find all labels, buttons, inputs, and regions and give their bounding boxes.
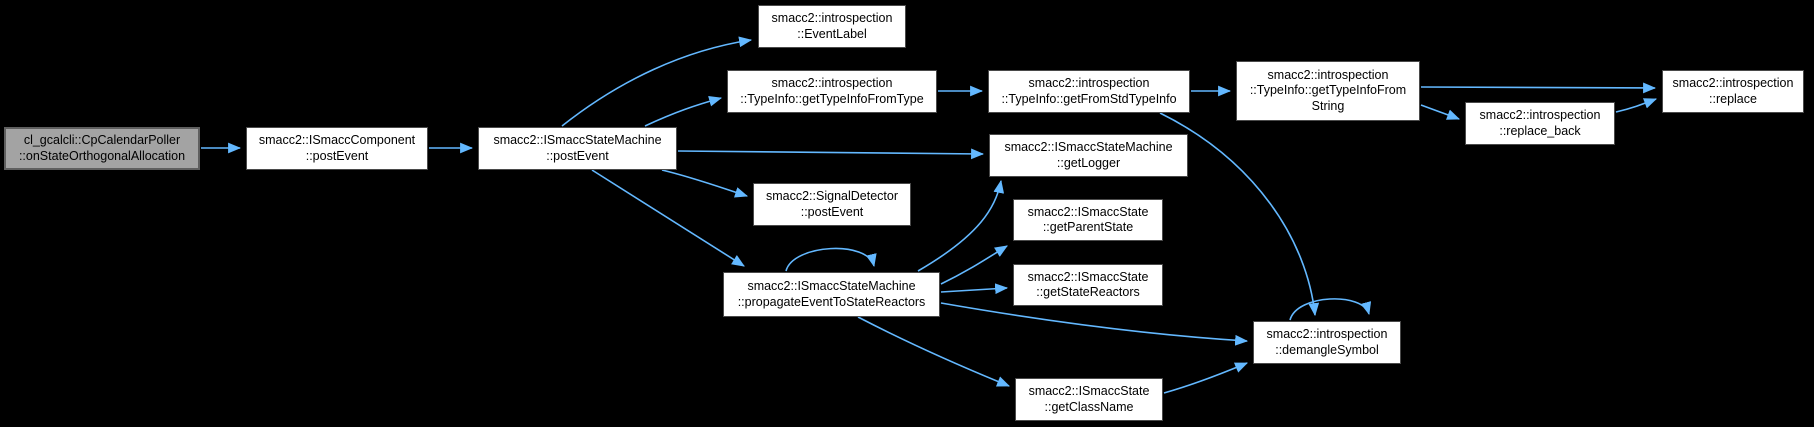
graph-node-label-line: smacc2::ISmaccState: [1028, 384, 1150, 398]
graph-node-label-line: ::EventLabel: [797, 26, 867, 41]
graph-node-label-line: smacc2::introspection: [1266, 327, 1388, 341]
graph-node-label-line: ::postEvent: [546, 148, 609, 163]
graph-node-ismaccstate-getstatereactors[interactable]: smacc2::ISmaccState::getStateReactors: [1013, 264, 1163, 306]
graph-node-label-line: smacc2::introspection: [1479, 108, 1601, 122]
call-edge-ismaccstatemachine-postevent--introspection-eventlabel: [561, 36, 753, 127]
graph-node-ismaccstate-getparentstate[interactable]: smacc2::ISmaccState::getParentState: [1013, 199, 1163, 241]
graph-node-ismaccstatemachine-propagateeventtostatereactors[interactable]: smacc2::ISmaccStateMachine::propagateEve…: [723, 272, 940, 317]
graph-node-label-line: ::getLogger: [1056, 155, 1121, 170]
call-edge-ismaccstatemachine-postevent--typeinfo-gettypeinfofromtype: [644, 95, 723, 127]
graph-node-introspection-replace-back[interactable]: smacc2::introspection::replace_back: [1465, 102, 1615, 145]
graph-node-label-line: ::postEvent: [305, 148, 369, 163]
call-edge-ismaccstatemachine-postevent--ismaccstatemachine-getlogger: [677, 148, 985, 160]
graph-node-label-line: smacc2::introspection: [771, 11, 893, 25]
graph-node-ismaccstate-getclassname[interactable]: smacc2::ISmaccState::getClassName: [1015, 378, 1163, 421]
graph-node-label-line: smacc2::SignalDetector: [765, 189, 898, 203]
call-edge-ismaccstatemachine-propagateeventtostatereactors--ismaccstate-getstatereactors: [940, 283, 1009, 295]
graph-node-label-line: smacc2::introspection: [1028, 76, 1150, 90]
graph-node-introspection-replace[interactable]: smacc2::introspection::replace: [1662, 70, 1804, 113]
graph-node-signaldetector-postevent[interactable]: smacc2::SignalDetector::postEvent: [753, 183, 911, 226]
call-edge-introspection-demanglesymbol--introspection-demanglesymbol: [1289, 298, 1372, 321]
graph-node-label-line: ::postEvent: [800, 204, 864, 219]
graph-node-label-line: smacc2::ISmaccState: [1027, 269, 1149, 284]
graph-node-typeinfo-gettypeinfofromtype[interactable]: smacc2::introspection::TypeInfo::getType…: [727, 70, 937, 113]
call-edge-typeinfo-gettypeinfofromstring--introspection-replace-back: [1420, 104, 1461, 120]
graph-node-label-line: ::TypeInfo::getTypeInfoFrom: [1249, 83, 1407, 98]
graph-node-typeinfo-gettypeinfofromstring[interactable]: smacc2::introspection::TypeInfo::getType…: [1236, 61, 1420, 121]
graph-node-label-line: ::propagateEventToStateReactors: [737, 294, 926, 309]
graph-node-label-line: ::getStateReactors: [1036, 285, 1140, 299]
graph-node-introspection-eventlabel[interactable]: smacc2::introspection::EventLabel: [758, 5, 906, 48]
graph-node-ismacccomponent-postevent[interactable]: smacc2::ISmaccComponent::postEvent: [246, 127, 428, 170]
call-edge-typeinfo-gettypeinfofromstring--introspection-replace: [1420, 82, 1657, 94]
graph-node-label-line: ::replace_back: [1499, 123, 1581, 138]
graph-node-label-line: String: [1311, 98, 1345, 113]
graph-node-label-line: smacc2::ISmaccStateMachine: [1004, 140, 1173, 154]
graph-node-label-line: ::replace: [1709, 91, 1757, 106]
graph-node-label-line: ::onStateOrthogonalAllocation: [18, 148, 186, 163]
graph-node-label-line: smacc2::introspection: [1672, 76, 1794, 90]
graph-node-label-line: cl_gcalcli::CpCalendarPoller: [23, 133, 181, 147]
graph-node-label-line: ::getClassName: [1044, 399, 1134, 414]
call-edge-ismaccstatemachine-propagateeventtostatereactors--ismaccstate-getclassname: [857, 316, 1011, 387]
graph-node-label-line: smacc2::introspection: [771, 76, 893, 90]
call-edge-ismaccstatemachine-propagateeventtostatereactors--introspection-demanglesymbol: [940, 302, 1249, 346]
graph-node-label-line: smacc2::introspection: [1267, 67, 1389, 82]
graph-node-label-line: smacc2::ISmaccStateMachine: [493, 133, 662, 147]
graph-node-ismaccstatemachine-postevent[interactable]: smacc2::ISmaccStateMachine::postEvent: [478, 127, 677, 170]
call-edge-ismaccstatemachine-propagateeventtostatereactors--ismaccstatemachine-propagateeventtostatereactors: [785, 247, 877, 272]
call-edge-ismaccstatemachine-postevent--signaldetector-postevent: [661, 169, 749, 198]
graph-node-introspection-demanglesymbol[interactable]: smacc2::introspection::demangleSymbol: [1253, 321, 1401, 364]
call-edge-ismaccstatemachine-propagateeventtostatereactors--ismaccstate-getparentstate: [940, 245, 1008, 285]
graph-node-label-line: smacc2::ISmaccComponent: [258, 133, 416, 147]
graph-node-label-line: ::TypeInfo::getTypeInfoFromType: [740, 91, 924, 106]
graph-node-ismaccstatemachine-getlogger[interactable]: smacc2::ISmaccStateMachine::getLogger: [989, 134, 1188, 177]
call-edge-introspection-replace-back--introspection-replace: [1615, 98, 1658, 113]
call-edge-ismaccstate-getclassname--introspection-demanglesymbol: [1163, 362, 1248, 394]
edge-group: [201, 36, 1658, 394]
call-edge-ismaccstatemachine-postevent--ismaccstatemachine-propagateeventtostatereactors: [591, 169, 745, 267]
graph-node-label-line: ::getParentState: [1042, 220, 1134, 234]
graph-node-label-line: smacc2::ISmaccState: [1027, 204, 1149, 219]
graph-node-label-line: ::demangleSymbol: [1275, 342, 1379, 357]
graph-node-cpcalendarpoller-onstateorthogonalallocation: cl_gcalcli::CpCalendarPoller::onStateOrt…: [4, 127, 200, 170]
call-edge-ismaccstatemachine-propagateeventtostatereactors--ismaccstatemachine-getlogger: [917, 179, 1005, 272]
graph-node-typeinfo-getfromstdtypeinfo[interactable]: smacc2::introspection::TypeInfo::getFrom…: [988, 70, 1190, 113]
call-edge-typeinfo-getfromstdtypeinfo--introspection-demanglesymbol: [1159, 112, 1320, 317]
graph-node-label-line: smacc2::ISmaccStateMachine: [747, 279, 916, 293]
graph-node-label-line: ::TypeInfo::getFromStdTypeInfo: [1001, 91, 1177, 106]
